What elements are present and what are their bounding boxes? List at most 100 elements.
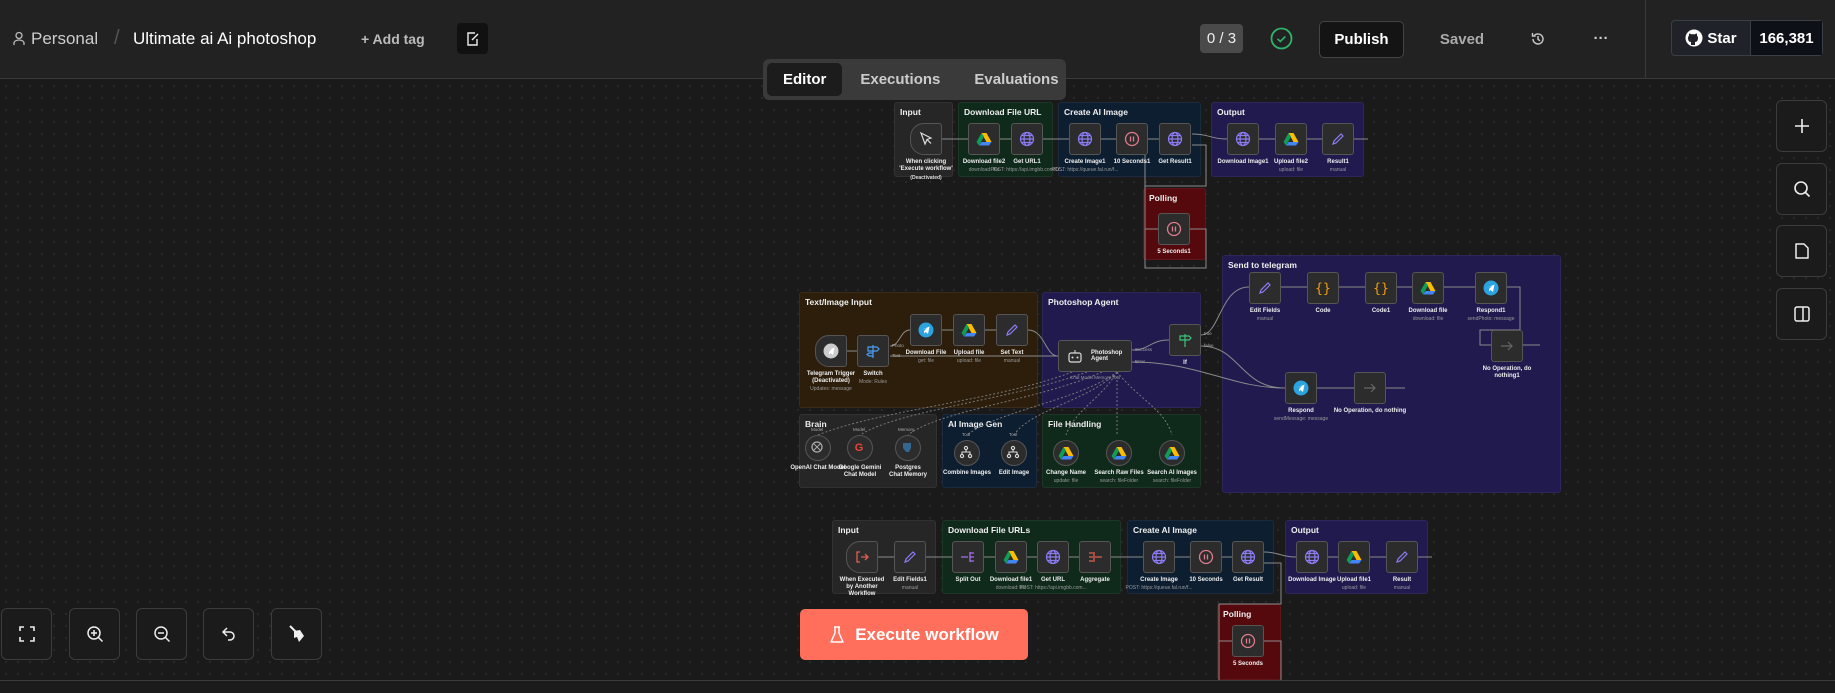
saved-status: Saved [1439, 31, 1485, 48]
node-label: Aggregate [1080, 577, 1110, 583]
tab-evaluations[interactable]: Evaluations [974, 71, 1059, 88]
node-download-image1[interactable]: Download Image1 [1217, 123, 1269, 165]
evaluation-count-badge[interactable]: 0 / 3 [1200, 24, 1243, 53]
node-code1[interactable]: {}Code1 [1365, 272, 1397, 314]
node-subtitle: upload: file [956, 358, 982, 364]
bottom-panel-edge[interactable] [0, 680, 1835, 693]
node-label: Download File [905, 350, 947, 356]
node-get-result[interactable]: Get Result [1232, 541, 1264, 583]
node-label: Respond1 [1476, 308, 1506, 314]
node-label: Photoshop Agent [1091, 350, 1123, 362]
add-sticky-note-button[interactable] [1776, 225, 1827, 277]
node-label: Set Text [1000, 350, 1024, 356]
node-get-result1[interactable]: Get Result1 [1158, 123, 1192, 165]
execute-workflow-button[interactable]: Execute workflow [800, 609, 1028, 660]
tab-editor[interactable]: Editor [767, 63, 843, 96]
node-label: When Executed by Another Workflow [839, 577, 885, 597]
header-divider [1645, 0, 1646, 79]
workflow-tool-icon [959, 445, 975, 461]
globe-icon [1167, 131, 1183, 147]
node-aggregate[interactable]: Aggregate [1079, 541, 1111, 583]
tidy-up-button[interactable] [271, 608, 322, 660]
pause-icon [1198, 549, 1214, 565]
node-code[interactable]: {}Code [1307, 272, 1339, 314]
node-10-seconds1[interactable]: 10 Seconds1 [1114, 123, 1150, 165]
node-manual-trigger[interactable]: When clicking 'Execute workflow'(Deactiv… [899, 123, 953, 181]
node-label: Get Result1 [1158, 159, 1192, 165]
node-5-seconds1[interactable]: 5 Seconds1 [1157, 213, 1191, 255]
tab-executions[interactable]: Executions [860, 71, 941, 88]
postgres-elephant-icon [900, 440, 916, 456]
more-options-button[interactable]: ··· [1593, 29, 1609, 47]
undo-button[interactable] [203, 608, 254, 660]
github-star-button[interactable]: Star 166,381 [1671, 20, 1823, 56]
search-icon [1793, 181, 1810, 198]
add-node-button[interactable] [1776, 100, 1827, 152]
node-5-seconds[interactable]: 5 Seconds [1232, 625, 1264, 667]
add-tag-button[interactable]: + Add tag [361, 31, 425, 47]
node-label: Google Gemini Chat Model [838, 465, 882, 478]
node-label: Download file1 [989, 577, 1033, 583]
edit-description-button[interactable] [457, 23, 488, 54]
node-respond1[interactable]: Respond1 sendPhoto: message [1468, 272, 1514, 322]
workflow-title[interactable]: Ultimate ai Ai photoshop [133, 29, 317, 48]
search-nodes-button[interactable] [1776, 163, 1827, 215]
group-title: Input [838, 525, 859, 535]
node-telegram-trigger[interactable]: Telegram Trigger (Deactivated)Updates: m… [807, 335, 855, 392]
node-label: Postgres Chat Memory [888, 465, 927, 478]
plus-icon [1794, 119, 1809, 133]
node-subtitle: manual [901, 585, 919, 591]
output-label-true: true [1204, 331, 1212, 336]
node-label: 5 Seconds [1232, 661, 1264, 667]
google-drive-icon [1003, 549, 1019, 565]
node-subtitle: sendPhoto: message [1467, 316, 1515, 322]
node-10-seconds[interactable]: 10 Seconds [1189, 541, 1223, 583]
node-no-op1[interactable]: No Operation, do nothing1 [1483, 330, 1531, 379]
github-icon [1685, 29, 1703, 47]
fit-view-button[interactable] [1, 608, 52, 660]
toggle-panel-button[interactable] [1776, 288, 1827, 340]
node-split-out[interactable]: Split Out [952, 541, 984, 583]
node-execute-workflow-trigger[interactable]: When Executed by Another Workflow [840, 541, 884, 597]
node-no-op[interactable]: No Operation, do nothing [1334, 372, 1406, 414]
zoom-out-button[interactable] [136, 608, 187, 660]
breadcrumb-project[interactable]: Personal [31, 29, 99, 48]
history-icon[interactable] [1527, 28, 1549, 50]
zoom-out-icon [153, 626, 170, 643]
node-subtitle: update: file [1053, 478, 1079, 484]
node-label: When clicking 'Execute workflow' [899, 159, 953, 172]
zoom-in-button[interactable] [69, 608, 120, 660]
node-download-image[interactable]: Download Image [1288, 541, 1336, 583]
publish-button[interactable]: Publish [1319, 21, 1404, 58]
node-subtitle: download: file [1412, 316, 1444, 322]
node-subtitle: sendMessage: message [1273, 416, 1329, 422]
